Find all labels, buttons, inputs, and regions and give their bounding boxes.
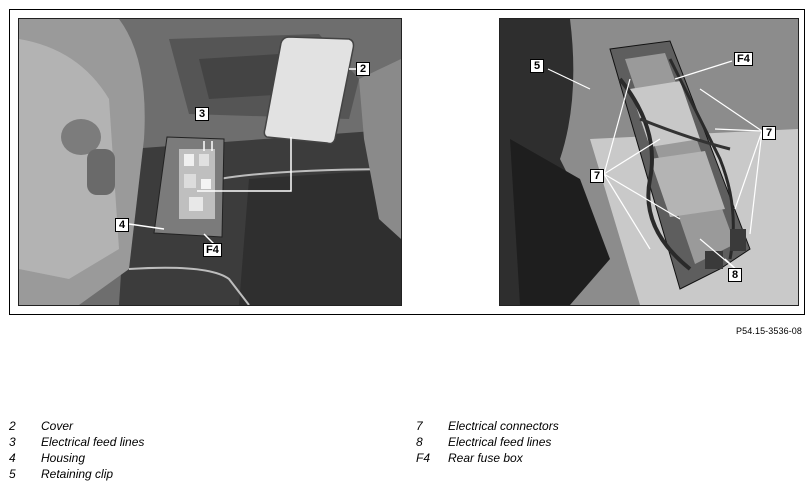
photo-right-illustration xyxy=(500,19,798,305)
legend-number: 8 xyxy=(416,435,423,449)
callout-3: 3 xyxy=(195,107,209,121)
photo-fuse-box-location: 2 3 4 F4 xyxy=(18,18,402,306)
photo-left-illustration xyxy=(19,19,401,305)
callout-f4-left: F4 xyxy=(203,243,222,257)
legend-item: 2 Cover xyxy=(9,418,144,434)
legend-item: 3 Electrical feed lines xyxy=(9,434,144,450)
callout-7-left: 7 xyxy=(590,169,604,183)
legend-left-column: 2 Cover 3 Electrical feed lines 4 Housin… xyxy=(9,418,144,482)
legend-label: Electrical feed lines xyxy=(41,435,145,449)
legend-item: 7 Electrical connectors xyxy=(416,418,559,434)
legend-number: 2 xyxy=(9,419,16,433)
legend-item: 5 Retaining clip xyxy=(9,466,144,482)
legend-number: 7 xyxy=(416,419,423,433)
legend-label: Housing xyxy=(41,451,86,465)
legend-number: F4 xyxy=(416,451,431,465)
legend-label: Retaining clip xyxy=(41,467,114,481)
legend-number: 3 xyxy=(9,435,16,449)
legend-item: F4 Rear fuse box xyxy=(416,450,559,466)
legend-label: Electrical connectors xyxy=(448,419,559,433)
legend-right-column: 7 Electrical connectors 8 Electrical fee… xyxy=(416,418,559,466)
callout-7-right: 7 xyxy=(762,126,776,140)
callout-8: 8 xyxy=(728,268,742,282)
legend-number: 4 xyxy=(9,451,16,465)
legend-item: 8 Electrical feed lines xyxy=(416,434,559,450)
figure-frame: 2 3 4 F4 xyxy=(9,9,805,315)
legend-label: Cover xyxy=(41,419,74,433)
legend-item: 4 Housing xyxy=(9,450,144,466)
callout-2: 2 xyxy=(356,62,370,76)
callout-f4-right: F4 xyxy=(734,52,753,66)
callout-4: 4 xyxy=(115,218,129,232)
figure-reference-code: P54.15-3536-08 xyxy=(736,326,802,336)
photo-fuse-box-detail: 5 F4 7 7 8 xyxy=(499,18,799,306)
callout-5: 5 xyxy=(530,59,544,73)
legend-label: Electrical feed lines xyxy=(448,435,552,449)
legend-label: Rear fuse box xyxy=(448,451,523,465)
legend-number: 5 xyxy=(9,467,16,481)
